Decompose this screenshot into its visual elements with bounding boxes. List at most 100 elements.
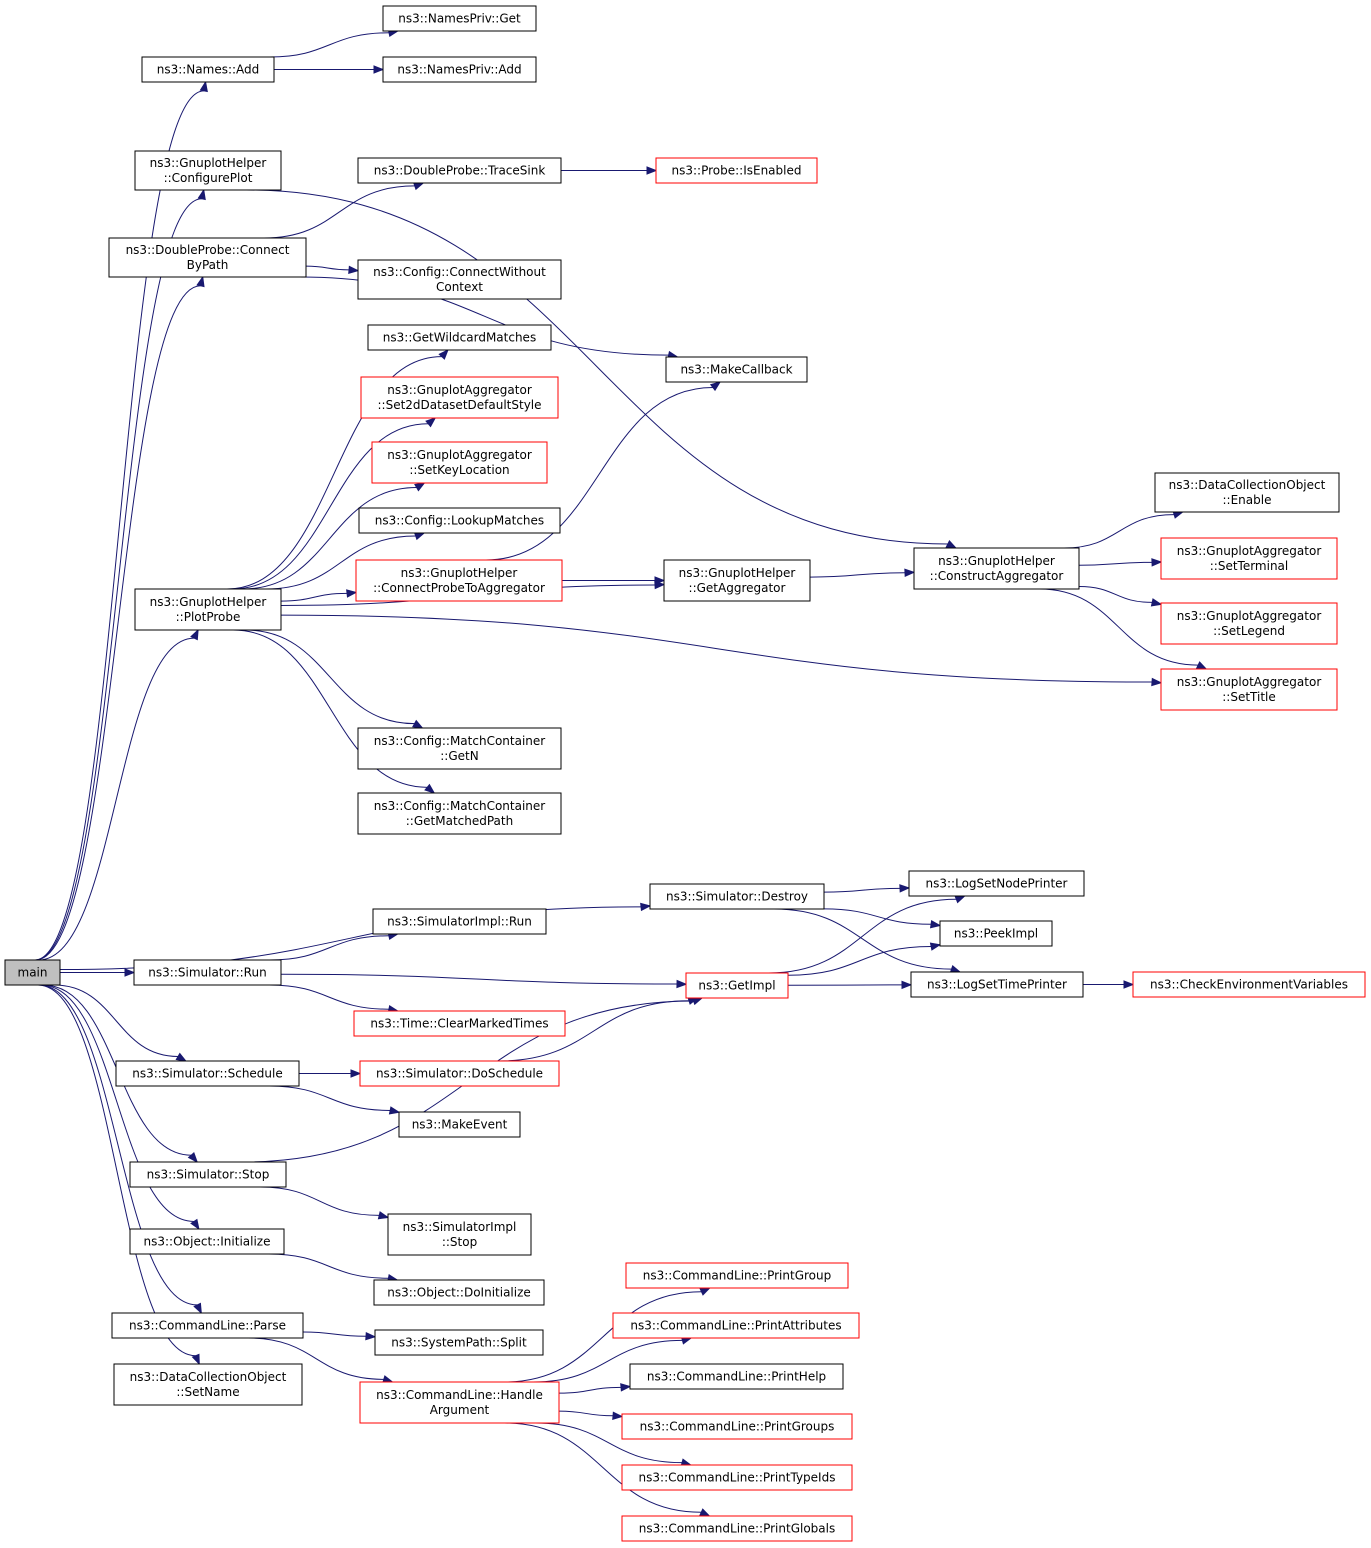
node-sim-run[interactable]: ns3::Simulator::Run	[133, 959, 282, 986]
node-box	[908, 870, 1085, 897]
node-gh-configureplot[interactable]: ns3::GnuplotHelper::ConfigurePlot	[134, 150, 282, 191]
node-cl-printglobals[interactable]: ns3::CommandLine::PrintGlobals	[621, 1515, 853, 1542]
node-box	[621, 1515, 853, 1542]
edge-logsettimeprinter-to-checkenv	[1083, 980, 1135, 989]
edge-gh-plotprobe-to-cfg-lookupmatches	[265, 532, 426, 590]
node-makeevent[interactable]: ns3::MakeEvent	[398, 1111, 521, 1138]
edge-line	[823, 887, 901, 893]
node-box	[1160, 537, 1338, 580]
edge-cl-handleargument-to-cl-printgroups	[558, 1410, 624, 1420]
node-obj-initialize[interactable]: ns3::Object::Initialize	[129, 1228, 285, 1255]
edge-gh-plotprobe-to-getwildcardmatches	[226, 348, 449, 590]
node-ga-set2d[interactable]: ns3::GnuplotAggregator::Set2dDatasetDefa…	[360, 376, 559, 419]
edge-arrowhead	[945, 539, 958, 549]
node-box	[621, 1464, 853, 1491]
node-mc-getn[interactable]: ns3::Config::MatchContainer::GetN	[357, 727, 562, 770]
node-box	[685, 972, 789, 999]
node-cl-printgroup[interactable]: ns3::CommandLine::PrintGroup	[625, 1262, 849, 1289]
edge-line	[1039, 588, 1199, 666]
node-peekimpl[interactable]: ns3::PeekImpl	[939, 920, 1053, 947]
node-gh-construct[interactable]: ns3::GnuplotHelper::ConstructAggregator	[913, 547, 1080, 590]
node-box	[629, 1363, 844, 1390]
node-label: ns3::CommandLine::PrintGlobals	[639, 1522, 835, 1536]
node-probe-isenabled[interactable]: ns3::Probe::IsEnabled	[655, 157, 818, 184]
edge-getimpl-to-peekimpl	[787, 942, 942, 976]
node-sim-doschedule[interactable]: ns3::Simulator::DoSchedule	[359, 1060, 560, 1087]
node-label: ns3::CommandLine::PrintHelp	[647, 1370, 826, 1384]
node-simimpl-run[interactable]: ns3::SimulatorImpl::Run	[372, 908, 547, 935]
node-ga-setkeylocation[interactable]: ns3::GnuplotAggregator::SetKeyLocation	[371, 441, 548, 484]
node-namespriv-add[interactable]: ns3::NamesPriv::Add	[382, 56, 537, 83]
edge-gh-connectprobe-to-makecallback	[485, 381, 722, 561]
node-dco-setname[interactable]: ns3::DataCollectionObject::SetName	[113, 1363, 303, 1406]
node-box	[357, 727, 562, 770]
edge-sim-run-to-getimpl	[280, 973, 688, 989]
node-cl-printgroups[interactable]: ns3::CommandLine::PrintGroups	[621, 1413, 853, 1440]
node-dp-tracesink[interactable]: ns3::DoubleProbe::TraceSink	[357, 157, 562, 184]
edge-arrowhead	[709, 381, 722, 392]
node-dco-enable[interactable]: ns3::DataCollectionObject::Enable	[1154, 472, 1340, 513]
node-label: ns3::SimulatorImpl::Run	[387, 915, 532, 929]
node-simimpl-stop[interactable]: ns3::SimulatorImpl::Stop	[387, 1213, 532, 1256]
node-ga-setlegend[interactable]: ns3::GnuplotAggregator::SetLegend	[1160, 602, 1338, 645]
node-cl-printhelp[interactable]: ns3::CommandLine::PrintHelp	[629, 1363, 844, 1390]
edge-line	[34, 90, 204, 961]
node-logsettimeprinter[interactable]: ns3::LogSetTimePrinter	[910, 971, 1084, 998]
edge-line	[809, 572, 906, 578]
node-box	[387, 1213, 532, 1256]
edge-arrowhead	[377, 1211, 390, 1220]
edge-line	[773, 908, 952, 970]
node-label: ns3::PeekImpl	[954, 927, 1038, 941]
edge-arrowhead	[414, 482, 426, 492]
node-obj-doinitialize[interactable]: ns3::Object::DoInitialize	[373, 1279, 545, 1306]
edge-main-to-gh-plotprobe	[38, 628, 199, 961]
edge-arrowhead	[691, 997, 704, 1006]
edge-line	[1078, 561, 1153, 566]
node-cl-printtypeids[interactable]: ns3::CommandLine::PrintTypeIds	[621, 1464, 853, 1491]
edge-arrowhead	[646, 166, 658, 175]
node-makecallback[interactable]: ns3::MakeCallback	[665, 356, 808, 383]
node-main[interactable]: main	[4, 959, 61, 986]
edge-line	[768, 898, 957, 974]
node-logsetnodeprinter[interactable]: ns3::LogSetNodePrinter	[908, 870, 1085, 897]
node-label: ns3::CommandLine::Handle	[376, 1388, 543, 1402]
node-cl-parse[interactable]: ns3::CommandLine::Parse	[111, 1312, 304, 1339]
node-gh-getaggregator[interactable]: ns3::GnuplotHelper::GetAggregator	[663, 559, 811, 602]
edge-main-to-obj-initialize	[40, 984, 200, 1231]
edge-main-to-cl-parse	[38, 984, 202, 1315]
node-sim-schedule[interactable]: ns3::Simulator::Schedule	[115, 1060, 300, 1087]
node-checkenv[interactable]: ns3::CheckEnvironmentVariables	[1132, 971, 1366, 998]
node-box	[373, 1279, 545, 1306]
node-cl-printattributes[interactable]: ns3::CommandLine::PrintAttributes	[612, 1312, 860, 1339]
node-gh-plotprobe[interactable]: ns3::GnuplotHelper::PlotProbe	[134, 588, 282, 631]
node-getimpl[interactable]: ns3::GetImpl	[685, 972, 789, 999]
node-label: ns3::GnuplotHelper	[150, 156, 267, 170]
node-ga-setterminal[interactable]: ns3::GnuplotAggregator::SetTerminal	[1160, 537, 1338, 580]
node-box	[939, 920, 1053, 947]
node-label: ns3::GetImpl	[698, 979, 775, 993]
node-getwildcardmatches[interactable]: ns3::GetWildcardMatches	[367, 324, 552, 351]
node-time-clearmarked[interactable]: ns3::Time::ClearMarkedTimes	[353, 1010, 566, 1037]
edge-arrowhead	[199, 80, 208, 93]
node-cfg-lookupmatches[interactable]: ns3::Config::LookupMatches	[358, 507, 561, 534]
node-gh-connectprobe[interactable]: ns3::GnuplotHelper::ConnectProbeToAggreg…	[355, 559, 563, 602]
edge-main-to-sim-schedule	[54, 984, 188, 1062]
node-box	[910, 971, 1084, 998]
node-box	[621, 1413, 853, 1440]
node-mc-getmatchedpath[interactable]: ns3::Config::MatchContainer::GetMatchedP…	[357, 792, 562, 835]
node-namespriv-get[interactable]: ns3::NamesPriv::Get	[382, 5, 537, 32]
node-box	[133, 959, 282, 986]
node-sim-destroy[interactable]: ns3::Simulator::Destroy	[649, 883, 825, 910]
node-ga-settitle[interactable]: ns3::GnuplotAggregator::SetTitle	[1160, 668, 1338, 711]
node-syspath-split[interactable]: ns3::SystemPath::Split	[374, 1329, 544, 1356]
node-label: ns3::GetWildcardMatches	[383, 331, 536, 345]
node-box	[913, 547, 1080, 590]
node-sim-stop[interactable]: ns3::Simulator::Stop	[129, 1161, 287, 1188]
edge-arrowhead	[1151, 558, 1163, 567]
node-box	[357, 792, 562, 835]
edge-arrowhead	[949, 964, 962, 973]
node-names-add[interactable]: ns3::Names::Add	[141, 56, 275, 83]
